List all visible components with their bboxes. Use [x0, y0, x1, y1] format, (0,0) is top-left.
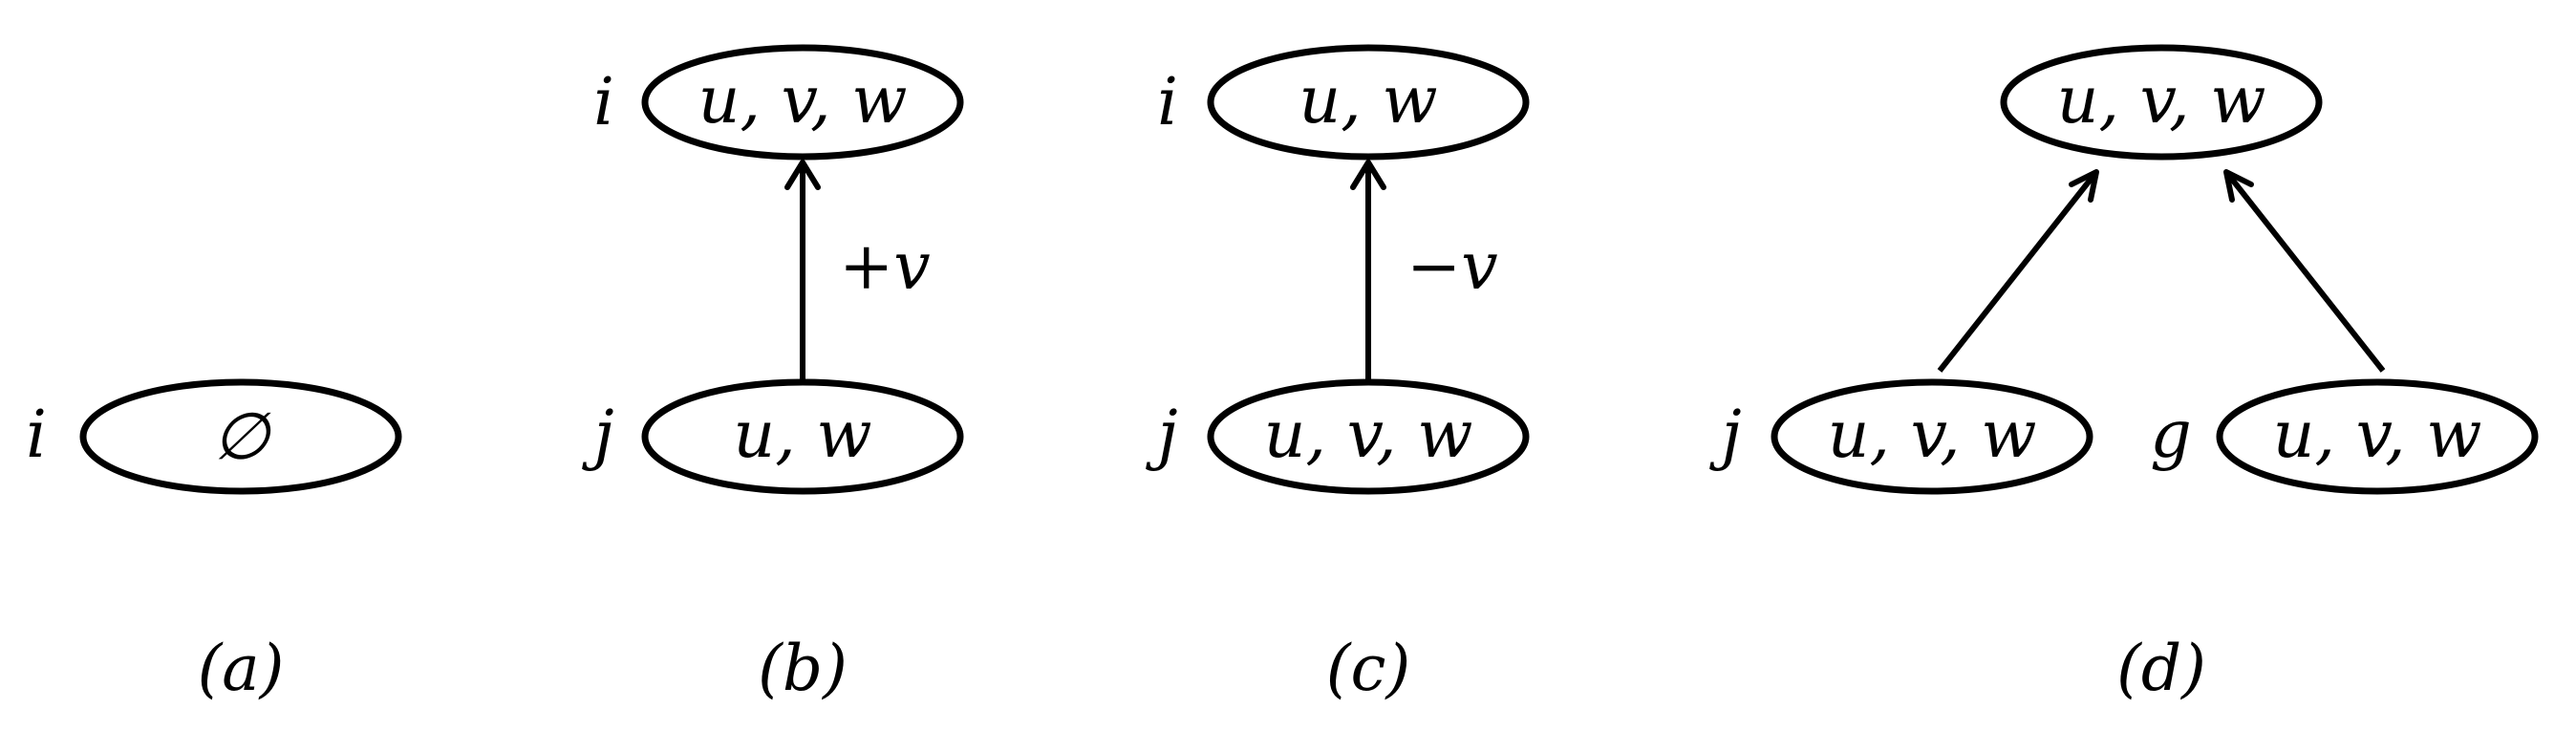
node-label: j [1145, 397, 1177, 473]
arrow-head [2223, 169, 2254, 203]
panel-caption: (c) [1326, 632, 1410, 705]
node-content: ∅ [212, 399, 271, 475]
node-content: u, v, w [1264, 397, 1473, 473]
node-label: i [1157, 65, 1178, 140]
panel-c: −v i u, w j u, v, w (c) [1145, 44, 1530, 705]
panel-caption: (a) [198, 632, 285, 705]
panel-a: i ∅ (a) [26, 378, 402, 705]
node-content: u, v, w [698, 63, 908, 139]
panel-caption: (b) [758, 632, 848, 705]
node-ellipse [1771, 378, 2093, 495]
edge-arrow [1937, 170, 2099, 373]
edge-label: +v [839, 229, 930, 305]
node-ellipse [1207, 378, 1530, 495]
panel-d: i u, v, w j u, v, w g u, v, w (d) [1708, 44, 2539, 705]
panel-b: +v i u, v, w j u, w (b) [581, 44, 964, 705]
node-ellipse [1207, 44, 1530, 161]
node-label: i [26, 397, 47, 473]
node-label: i [593, 65, 614, 140]
node-content: u, w [733, 397, 871, 473]
node-ellipse [2000, 44, 2323, 161]
edge-arrow [2223, 170, 2386, 373]
node-ellipse [641, 44, 964, 161]
edge-label: −v [1406, 229, 1497, 305]
node-content: u, w [1299, 63, 1437, 139]
node-ellipse [2216, 378, 2539, 495]
node-content: u, v, w [2273, 397, 2482, 473]
node-label: j [1708, 397, 1741, 473]
panel-caption: (d) [2116, 632, 2206, 705]
arrow-head [1350, 160, 1386, 190]
arrow-head [2069, 169, 2099, 203]
node-ellipse [79, 378, 402, 495]
node-ellipse [641, 378, 964, 495]
node-label: j [581, 397, 613, 473]
node-content: u, v, w [1828, 397, 2037, 473]
arrow-head [784, 160, 821, 190]
node-label: g [2150, 397, 2192, 473]
node-content: u, v, w [2057, 63, 2266, 139]
